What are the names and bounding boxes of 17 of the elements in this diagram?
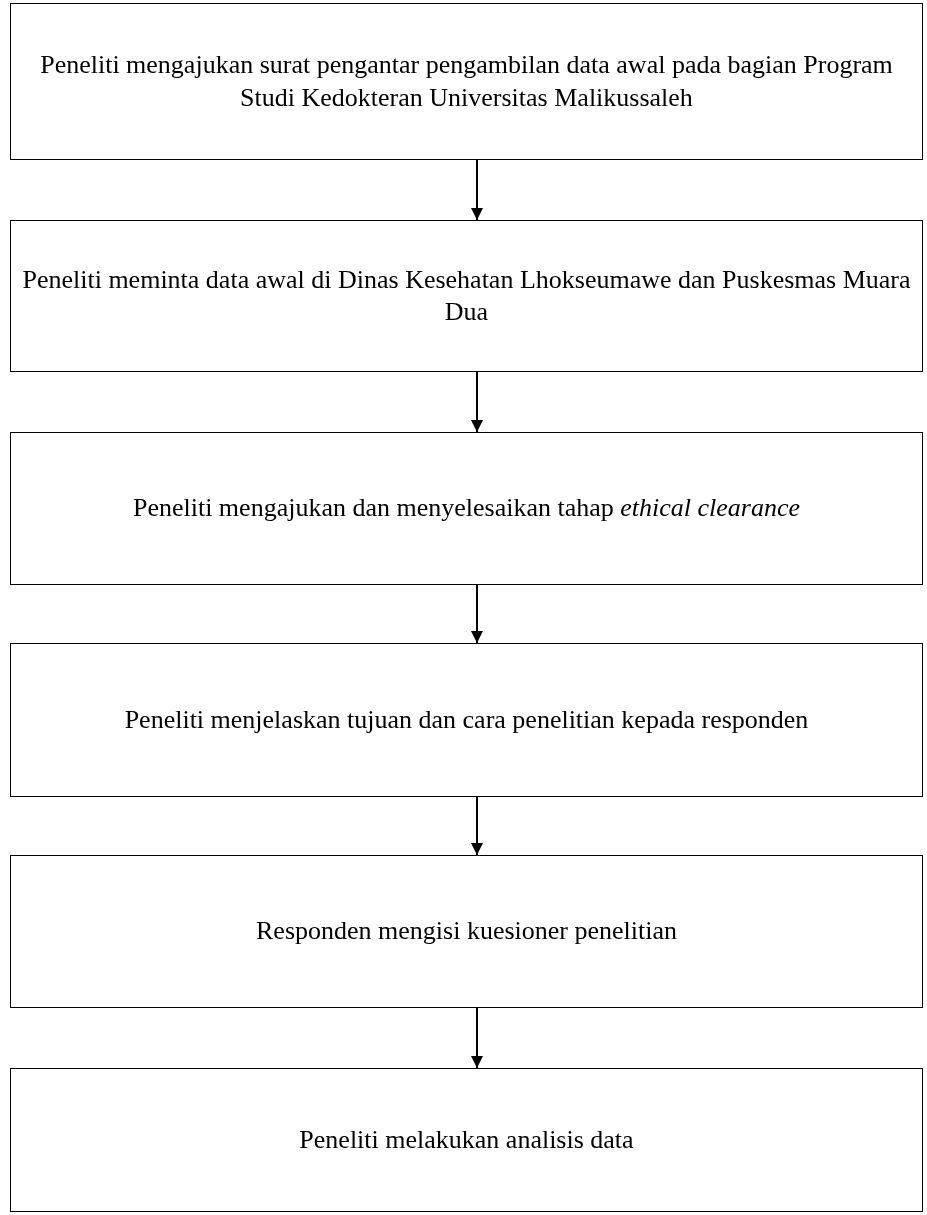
arrow xyxy=(471,796,483,856)
process-box xyxy=(10,3,923,160)
arrow xyxy=(471,371,483,433)
step-text: Peneliti melakukan analisis data xyxy=(299,1123,634,1156)
arrow xyxy=(471,584,483,644)
step-text: Peneliti mengajukan dan menyelesaikan tahap ethical clearance xyxy=(132,492,801,525)
arrow xyxy=(471,159,483,221)
step-text: Responden mengisi kuesioner penelitian xyxy=(256,915,677,948)
process-box xyxy=(10,1068,923,1212)
process-box xyxy=(10,643,923,797)
step-text: Peneliti meminta data awal di Dinas Kesehatan Lhokseumawe dan Puskesmas Muara Dua xyxy=(21,263,912,328)
process-box xyxy=(10,855,923,1008)
process-box xyxy=(10,432,923,585)
arrow xyxy=(471,1007,483,1069)
step-text: Peneliti mengajukan surat pengantar pengambilan data awal pada bagian Program Studi Kedokteran Universitas Malikussaleh xyxy=(39,49,894,114)
step-text: Peneliti menjelaskan tujuan dan cara penelitian kepada responden xyxy=(124,703,809,736)
process-box xyxy=(10,220,923,372)
